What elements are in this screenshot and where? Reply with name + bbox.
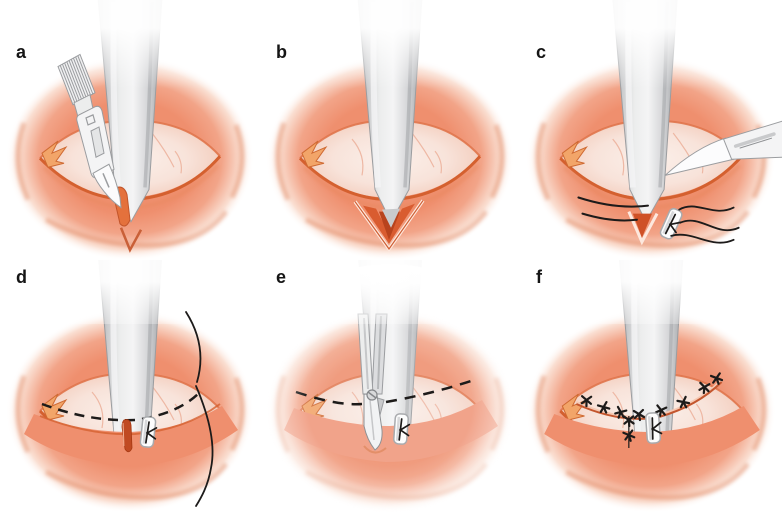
panel-label-b: b: [276, 42, 287, 62]
panel-e-illustration: [260, 260, 520, 518]
panel-b-illustration: [260, 0, 520, 260]
top-fade: [520, 260, 782, 324]
tissue-crease: [39, 403, 221, 436]
panel-a: a: [0, 0, 260, 260]
panel-f-illustration: [520, 260, 782, 518]
top-fade: [260, 260, 520, 324]
suture-thread-icon: [577, 196, 649, 222]
panel-label-a: a: [16, 42, 27, 62]
scalpel-icon: [664, 120, 782, 176]
top-fade: [260, 0, 520, 89]
top-fade: [520, 0, 782, 89]
suture-thread-ends: [670, 205, 740, 244]
tissue-notch: [119, 227, 143, 253]
panel-d: d: [0, 260, 260, 518]
panel-b: b: [260, 0, 520, 260]
suture-thread-icon: [185, 311, 214, 507]
panel-c-illustration: [520, 0, 782, 260]
slit-highlight: [122, 422, 125, 447]
suture-knots-icon: [579, 372, 724, 448]
panel-label-d: d: [16, 267, 27, 287]
panel-c: c: [520, 0, 782, 260]
v-incision-icon: [353, 199, 425, 252]
panel-label-e: e: [276, 267, 287, 287]
panel-f: f: [520, 260, 782, 518]
panel-a-illustration: [0, 0, 260, 260]
panel-label-c: c: [536, 42, 547, 62]
scalpel-icon: [57, 53, 122, 209]
top-fade: [0, 260, 260, 324]
top-fade: [0, 0, 260, 89]
slit-opening-icon: [121, 419, 133, 453]
dashed-suture-line-icon: [41, 389, 203, 422]
panel-d-illustration: [0, 260, 260, 518]
fade-vignette: [260, 264, 520, 518]
panel-label-f: f: [536, 267, 542, 287]
panel-e: e: [260, 260, 520, 518]
